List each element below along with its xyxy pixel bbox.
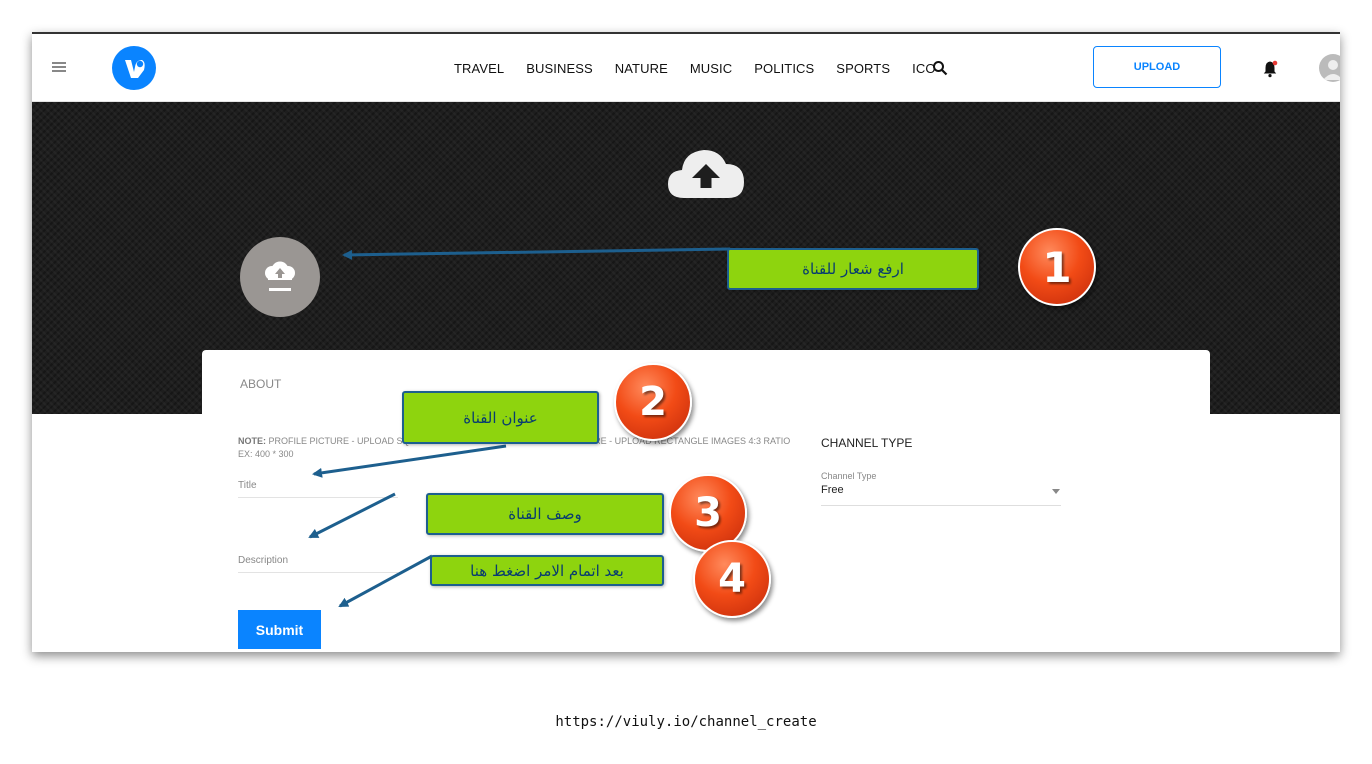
bell-icon[interactable] — [1262, 60, 1278, 78]
profile-upload-icon[interactable] — [240, 237, 320, 317]
callout-channel-description: وصف القناة — [426, 493, 664, 535]
nav-link-ico[interactable]: ICO — [912, 60, 936, 76]
callout-submit-hint: بعد اتمام الامر اضغط هنا — [430, 555, 664, 586]
description-input[interactable]: Description — [238, 553, 398, 573]
browser-screenshot-frame: TRAVEL BUSINESS NATURE MUSIC POLITICS SP… — [32, 32, 1340, 652]
nav-link-music[interactable]: MUSIC — [689, 60, 733, 76]
title-input[interactable]: Title — [238, 478, 398, 498]
callout-upload-logo: ارفع شعار للقناة — [727, 248, 979, 290]
viuly-logo[interactable] — [112, 46, 156, 90]
note-label: NOTE: — [238, 436, 266, 446]
viuly-logo-mark — [125, 60, 145, 78]
search-icon[interactable] — [932, 60, 948, 76]
url-caption: https://viuly.io/channel_create — [555, 714, 817, 730]
nav-link-politics[interactable]: POLITICS — [754, 60, 815, 76]
nav-link-business[interactable]: BUSINESS — [526, 60, 593, 76]
cloud-upload-icon[interactable] — [664, 140, 748, 204]
about-heading: ABOUT — [240, 377, 282, 391]
nav-link-travel[interactable]: TRAVEL — [454, 60, 505, 76]
nav-links: TRAVEL BUSINESS NATURE MUSIC POLITICS SP… — [454, 34, 958, 102]
step-badge-2: 2 — [614, 363, 692, 441]
nav-link-sports[interactable]: SPORTS — [836, 60, 891, 76]
channel-type-heading: CHANNEL TYPE — [821, 436, 913, 450]
submit-button[interactable]: Submit — [238, 610, 321, 649]
upload-button[interactable]: UPLOAD — [1093, 46, 1221, 88]
step-badge-4: 4 — [693, 540, 771, 618]
nav-link-nature[interactable]: NATURE — [614, 60, 668, 76]
menu-icon[interactable] — [52, 62, 66, 72]
dropdown-arrow-icon — [1052, 489, 1060, 494]
channel-type-value: Free — [821, 484, 844, 496]
channel-type-select[interactable]: Free — [821, 484, 1061, 506]
step-badge-3: 3 — [669, 474, 747, 552]
channel-type-label: Channel Type — [821, 471, 877, 481]
avatar-icon[interactable] — [1319, 54, 1340, 82]
step-badge-1: 1 — [1018, 228, 1096, 306]
top-navbar: TRAVEL BUSINESS NATURE MUSIC POLITICS SP… — [32, 34, 1340, 102]
callout-channel-title: عنوان القناة — [402, 391, 599, 444]
